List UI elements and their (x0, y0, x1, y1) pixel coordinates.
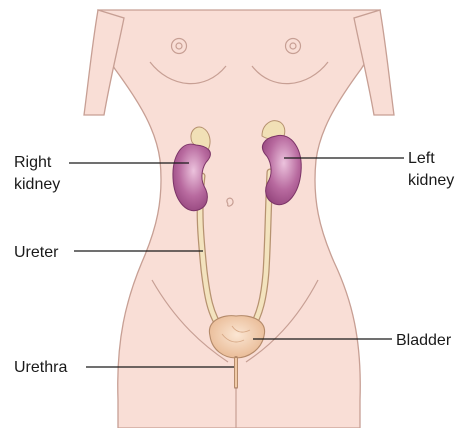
ureter-label: Ureter (14, 244, 59, 261)
urethra-label: Urethra (14, 359, 67, 376)
bladder-label: Bladder (396, 332, 452, 349)
torso-silhouette (98, 10, 380, 428)
left-kidney-label: Left kidney (408, 150, 454, 189)
right-kidney-label: Right kidney (14, 154, 60, 193)
